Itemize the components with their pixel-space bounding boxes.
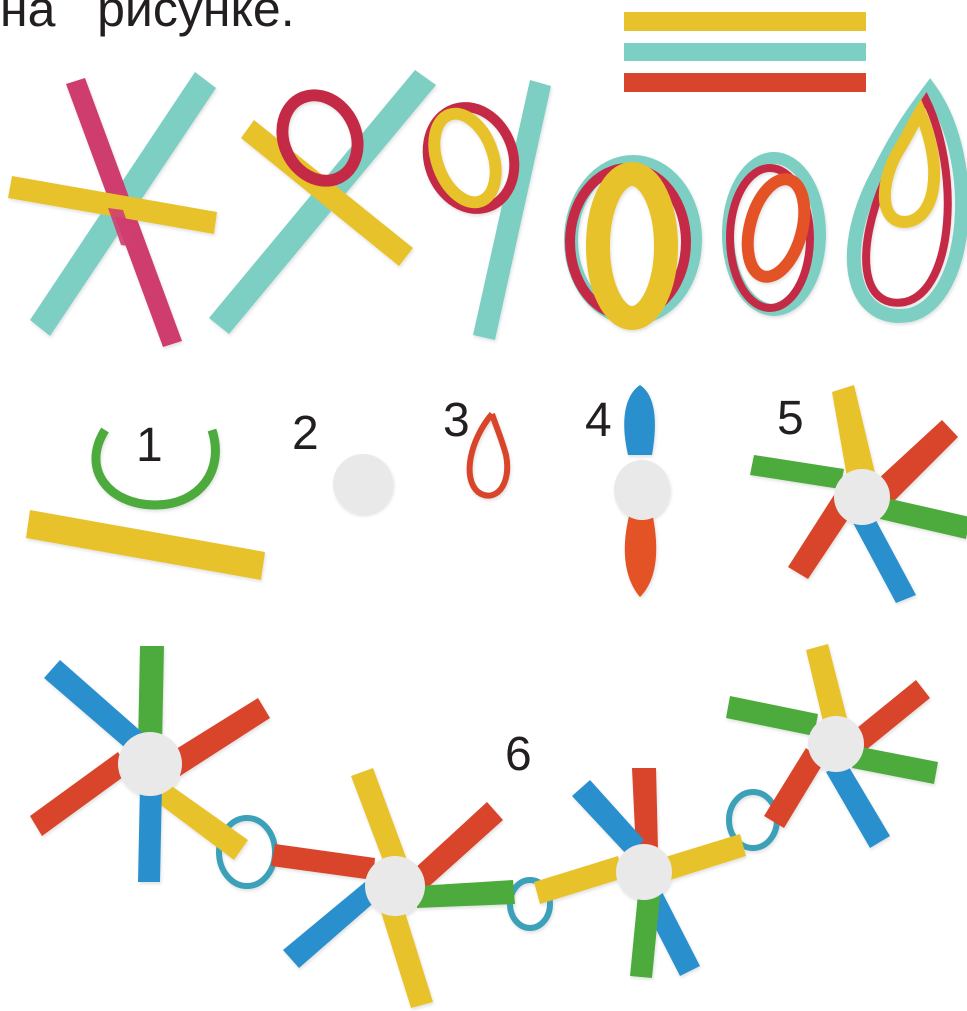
step-number-1: 1 (136, 422, 163, 470)
step-number-6: 6 (505, 731, 532, 779)
paper-ball-step (570, 162, 695, 318)
oval-loops-step (728, 158, 820, 310)
three-colored-strips (624, 12, 866, 92)
step-2-circle (333, 454, 393, 514)
step-4-two-petals (614, 385, 670, 597)
step-3-loop (470, 414, 508, 496)
second-loop-step (414, 80, 551, 340)
crossed-strips-step (8, 72, 217, 347)
step-number-4: 4 (585, 397, 612, 445)
flower-garland (30, 644, 938, 1008)
step-number-3: 3 (443, 397, 470, 445)
teardrop-step (854, 90, 962, 316)
step-number-5: 5 (777, 395, 804, 443)
step-number-2: 2 (292, 410, 319, 458)
first-loop-step (209, 70, 436, 334)
